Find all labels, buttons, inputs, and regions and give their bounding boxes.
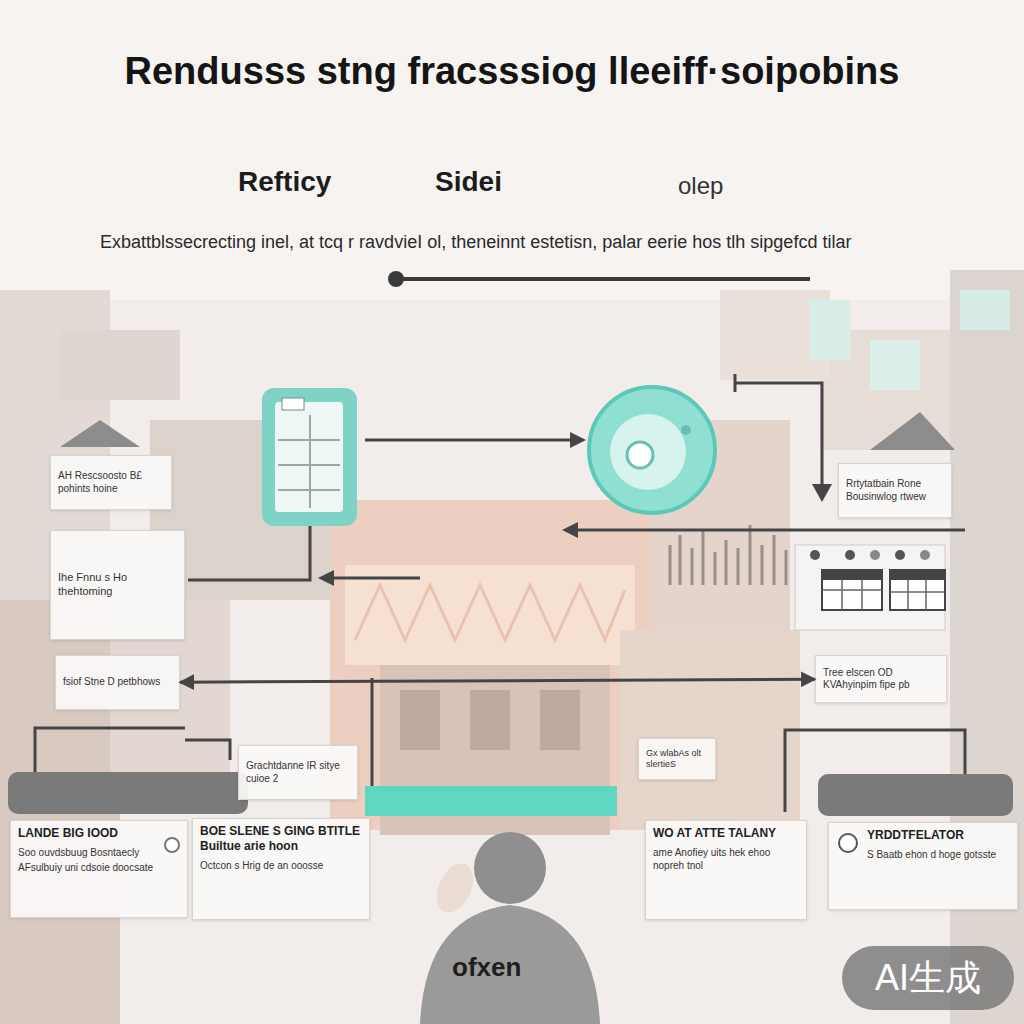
wires — [35, 374, 965, 812]
roof-icon — [870, 412, 955, 450]
column-heading: Refticy — [238, 166, 331, 198]
text-box: Grachtdanne IR sitye cuioe 2 — [238, 745, 358, 800]
circle-icon — [589, 387, 715, 513]
node-heading: WO AT ATTE TALANY — [653, 826, 799, 841]
column-heading: olep — [678, 172, 723, 200]
node-body: Octcon s Hrig de an ooosse — [200, 860, 362, 873]
node-body: S Baatb ehon d hoge gotsste — [867, 849, 1010, 862]
diagram-title: Rendusss stng fracsssiog lleeiff·soipobi… — [40, 50, 984, 93]
text-box: Rrtytatbain Rone Bousinwlog rtwew — [838, 463, 952, 518]
text-box: AH Rescsoosto B£ pohints hoine — [50, 455, 172, 510]
node-heading: Rrtytatbain Rone Bousinwlog rtwew — [846, 478, 944, 503]
node-body: ame Anofiey uits hek ehoo nopreh tnol — [653, 847, 799, 872]
node-body: Soo ouvdsbuug Bosntaecly — [18, 847, 180, 860]
connector-group — [180, 679, 815, 682]
roof-icon — [60, 420, 140, 447]
node-heading: AH Rescsoosto B£ pohints hoine — [58, 470, 164, 495]
info-panel: LANDE BIG IOOD Soo ouvdsbuug BosntaeclyAF… — [10, 820, 188, 918]
node-heading: LANDE BIG IOOD — [18, 826, 180, 841]
description-text: Exbattblssecrecting inel, at tcq r ravdv… — [100, 222, 960, 262]
node-heading: Gx wlabAs olt slertieS — [646, 748, 708, 771]
control-panel-icon — [795, 545, 945, 630]
text-box: Gx wlabAs olt slertieS — [638, 738, 716, 780]
text-box: Ihe Fnnu s Ho thehtoming — [50, 530, 185, 640]
watermark: AI生成 — [842, 946, 1014, 1010]
node-heading: BOE SLENE S GING BTITLE Builtue arie hoo… — [200, 824, 362, 854]
info-panel: BOE SLENE S GING BTITLE Builtue arie hoo… — [192, 818, 370, 920]
text-box: Tree elscen OD KVAhyinpim fipe pb — [815, 655, 947, 703]
node-heading: fsiof Stne D petbhows — [63, 676, 172, 689]
footer-text: ofxen — [452, 952, 521, 983]
column-heading: Sidei — [435, 166, 502, 198]
dark-shape — [818, 774, 1013, 816]
dark-shape — [8, 772, 248, 814]
slider-line — [388, 271, 810, 287]
connector-arrow — [180, 679, 815, 682]
info-panel: WO AT ATTE TALANY ame Anofiey uits hek eh… — [645, 820, 807, 920]
text-box: fsiof Stne D petbhows — [55, 655, 180, 710]
person-silhouette — [420, 832, 600, 1024]
node-heading: YRDDTFELATOR — [867, 828, 1010, 843]
node-body: AFsulbuiy uni cdsoie doocsate — [18, 862, 180, 875]
teal-bar — [365, 786, 617, 816]
tablet-icon — [262, 388, 357, 526]
node-heading: Ihe Fnnu s Ho thehtoming — [58, 571, 177, 599]
info-panel: YRDDTFELATOR S Baatb ehon d hoge gotsste — [828, 822, 1018, 910]
node-heading: Tree elscen OD KVAhyinpim fipe pb — [823, 667, 939, 692]
node-heading: Grachtdanne IR sitye cuioe 2 — [246, 760, 350, 785]
